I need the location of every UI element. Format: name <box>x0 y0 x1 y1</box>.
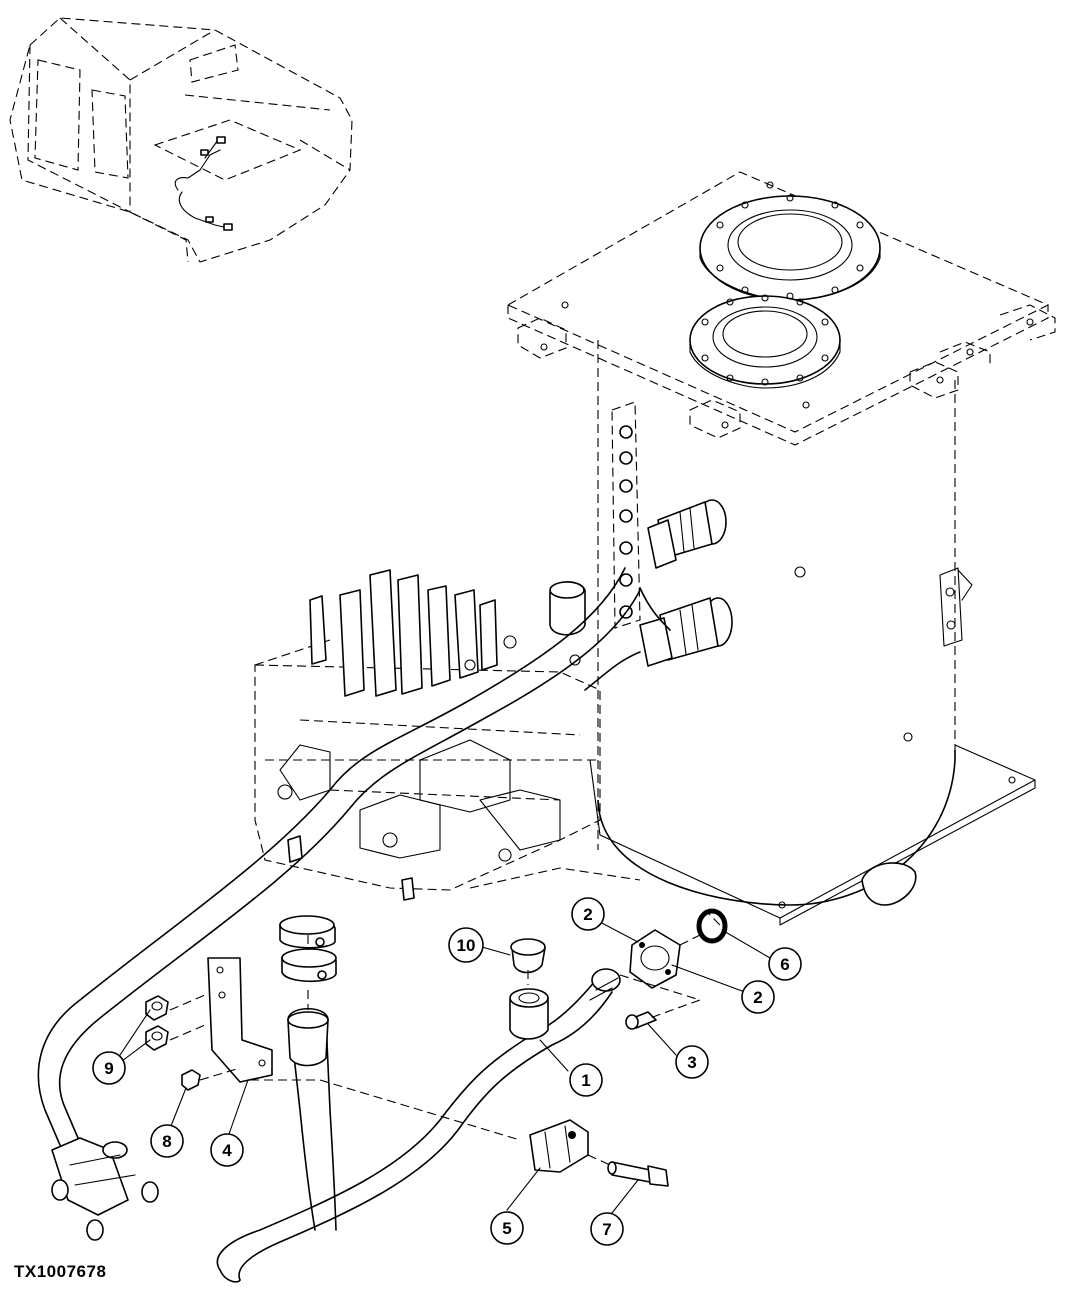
return-hose <box>37 567 641 1241</box>
figure-id-label: TX1007678 <box>14 1262 107 1281</box>
plug-part-10 <box>510 938 546 974</box>
callout-5: 5 <box>490 1211 524 1245</box>
clamp-part-5 <box>529 1119 589 1173</box>
svg-text:5: 5 <box>502 1219 511 1238</box>
tank-upper-fitting <box>647 499 727 569</box>
callout-1: 1 <box>569 1063 603 1097</box>
callout-4: 4 <box>210 1133 244 1167</box>
hose-clamps <box>279 915 337 983</box>
assembly-lines <box>169 867 721 1166</box>
nut-part-8 <box>181 1069 201 1091</box>
pipe-connector <box>639 587 671 631</box>
svg-text:9: 9 <box>104 1059 113 1078</box>
callout-3: 3 <box>675 1045 709 1079</box>
nuts-part-9 <box>145 995 169 1051</box>
bolt-part-7 <box>607 1161 669 1187</box>
svg-text:6: 6 <box>780 955 789 974</box>
svg-text:4: 4 <box>222 1141 232 1160</box>
callout-2-upper: 2 <box>571 897 605 931</box>
pipe-connector-2 <box>584 651 641 691</box>
bracket-part-4 <box>207 957 273 1083</box>
control-valve <box>254 569 601 901</box>
machine-locator-inset <box>9 17 353 263</box>
callout-8: 8 <box>150 1124 184 1158</box>
callout-2-lower: 2 <box>741 980 775 1014</box>
svg-text:7: 7 <box>602 1220 611 1239</box>
callout-7: 7 <box>590 1212 624 1246</box>
svg-text:3: 3 <box>687 1053 696 1072</box>
svg-text:2: 2 <box>753 988 762 1007</box>
pipe-part-1 <box>216 968 621 1283</box>
flange-bolt-holes <box>701 194 864 386</box>
svg-text:1: 1 <box>581 1071 590 1090</box>
o-ring-part-6 <box>696 908 728 944</box>
svg-text:2: 2 <box>583 905 592 924</box>
svg-text:10: 10 <box>457 936 476 955</box>
svg-text:8: 8 <box>162 1132 171 1151</box>
tank-lower-fitting <box>639 597 733 667</box>
hydraulic-tank <box>506 171 1056 926</box>
callout-9: 9 <box>92 1051 126 1085</box>
callout-10: 10 <box>448 927 484 963</box>
leader-lines <box>117 920 771 1214</box>
cap-screw-part-3 <box>625 1011 657 1030</box>
hose-section <box>287 1008 337 1231</box>
split-flange-part-2 <box>629 929 681 989</box>
callout-6: 6 <box>768 947 802 981</box>
